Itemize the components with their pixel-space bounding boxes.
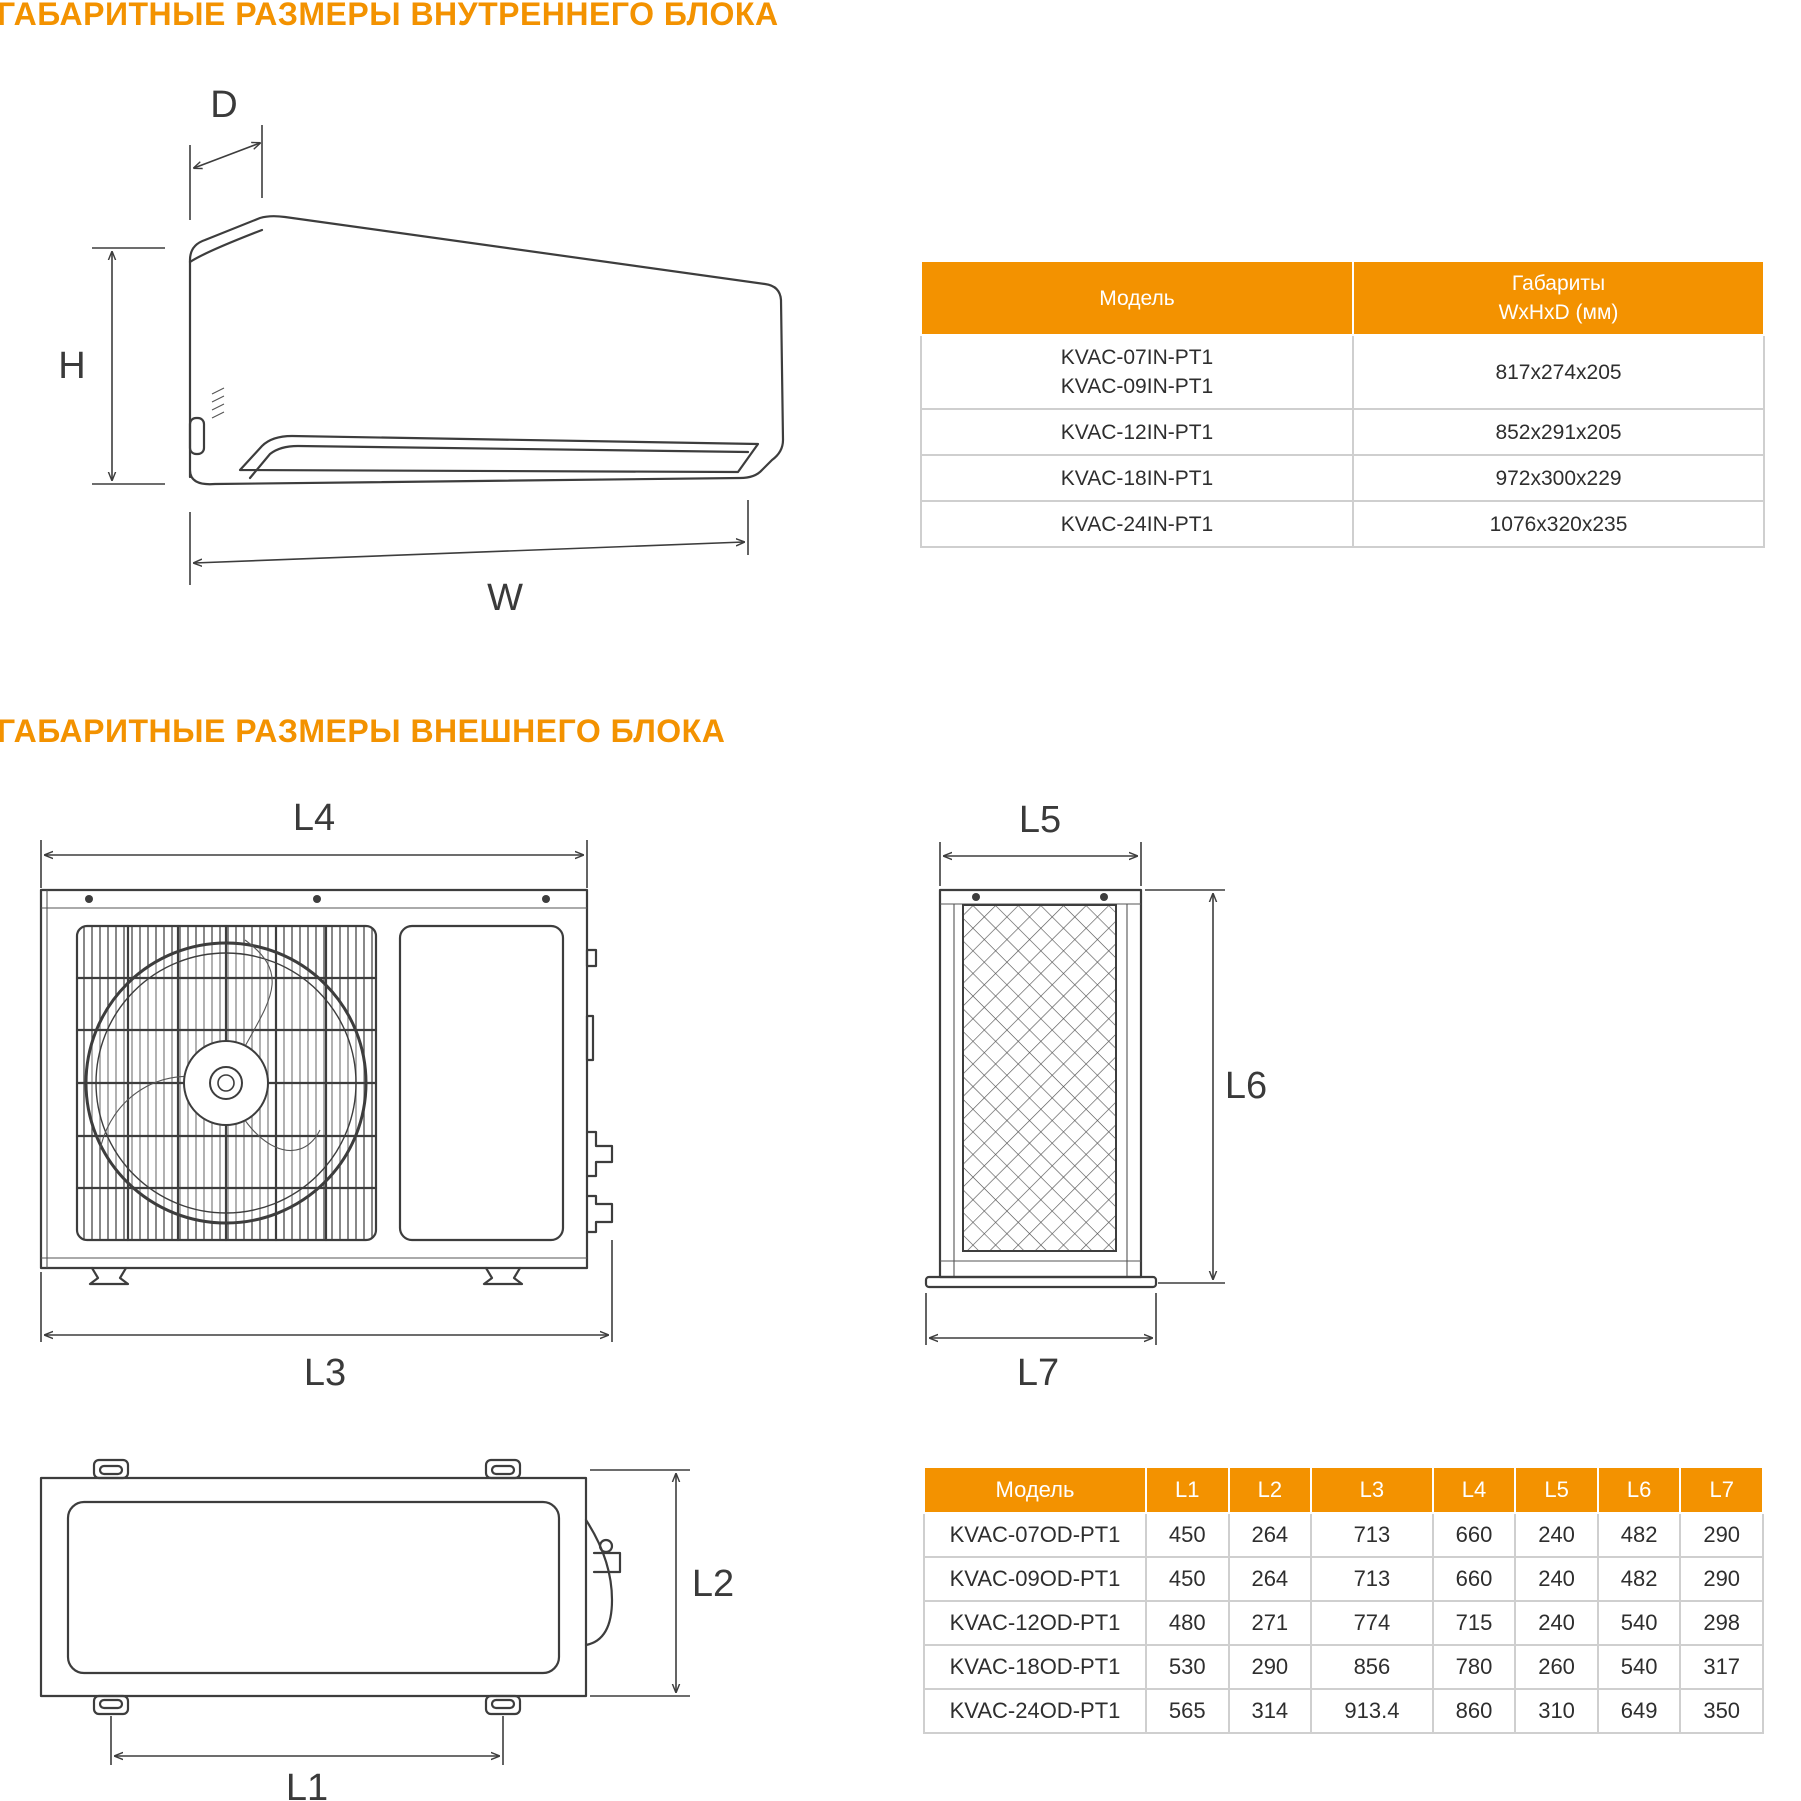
value-cell: 565	[1145, 1688, 1230, 1734]
value-cell: 314	[1227, 1688, 1313, 1734]
value-cell: 310	[1514, 1688, 1599, 1734]
value-cell: 240	[1514, 1600, 1599, 1646]
table-row: KVAC-12IN-PT1 852x291x205	[920, 408, 1765, 456]
label-l5: L5	[1019, 799, 1061, 841]
model-cell: KVAC-18OD-PT1	[923, 1644, 1147, 1690]
table-row: KVAC-24IN-PT1 1076x320x235	[920, 500, 1765, 548]
value-cell: 660	[1431, 1512, 1517, 1558]
value-cell: 530	[1145, 1644, 1230, 1690]
table-row: KVAC-12OD-PT1 480 271 774 715 240 540 29…	[923, 1600, 1764, 1646]
value-cell: 860	[1431, 1688, 1517, 1734]
header-l4: L4	[1431, 1466, 1517, 1514]
value-cell: 450	[1145, 1512, 1230, 1558]
outdoor-top-dimension-lines: L2 L1	[110, 1469, 734, 1801]
value-cell: 540	[1596, 1644, 1682, 1690]
table-row: KVAC-07OD-PT1 450 264 713 660 240 482 29…	[923, 1512, 1764, 1558]
value-cell: 350	[1679, 1688, 1764, 1734]
table-header-row: Модель L1 L2 L3 L4 L5 L6 L7	[923, 1466, 1764, 1514]
value-cell: 290	[1679, 1512, 1764, 1558]
header-model: Модель	[920, 260, 1354, 336]
value-cell: 480	[1145, 1600, 1230, 1646]
value-cell: 713	[1310, 1512, 1434, 1558]
model-cell: KVAC-12OD-PT1	[923, 1600, 1147, 1646]
value-cell: 450	[1145, 1556, 1230, 1602]
model-cell: KVAC-07OD-PT1	[923, 1512, 1147, 1558]
dimensions-cell: 1076x320x235	[1352, 500, 1765, 548]
table-header-row: Модель Габариты WxHxD (мм)	[920, 260, 1765, 336]
header-l6: L6	[1596, 1466, 1682, 1514]
header-model: Модель	[923, 1466, 1147, 1514]
label-l7: L7	[1017, 1352, 1059, 1394]
table-row: KVAC-18IN-PT1 972x300x229	[920, 454, 1765, 502]
dimensions-cell: 972x300x229	[1352, 454, 1765, 502]
outdoor-section-title: ГАБАРИТНЫЕ РАЗМЕРЫ ВНЕШНЕГО БЛОКА	[0, 713, 726, 749]
header-l7: L7	[1679, 1466, 1764, 1514]
value-cell: 290	[1227, 1644, 1313, 1690]
outdoor-side-dimension-lines: L5 L6 L7	[925, 799, 1267, 1394]
header-l2: L2	[1227, 1466, 1313, 1514]
value-cell: 482	[1596, 1512, 1682, 1558]
value-cell: 713	[1310, 1556, 1434, 1602]
label-l3: L3	[304, 1352, 346, 1394]
outdoor-top-view	[39, 1458, 622, 1716]
model-cell: KVAC-18IN-PT1	[920, 454, 1354, 502]
indoor-dimensions-table: Модель Габариты WxHxD (мм) KVAC-07IN-PT1…	[920, 260, 1765, 548]
label-l2: L2	[692, 1563, 734, 1605]
value-cell: 780	[1431, 1644, 1517, 1690]
value-cell: 649	[1596, 1688, 1682, 1734]
outdoor-side-view	[924, 888, 1158, 1289]
indoor-section-title: ГАБАРИТНЫЕ РАЗМЕРЫ ВНУТРЕННЕГО БЛОКА	[0, 0, 779, 32]
indoor-dimension-lines: D H W	[58, 84, 749, 619]
value-cell: 540	[1596, 1600, 1682, 1646]
label-w: W	[487, 577, 523, 619]
model-cell: KVAC-24OD-PT1	[923, 1688, 1147, 1734]
value-cell: 260	[1514, 1644, 1599, 1690]
value-cell: 715	[1431, 1600, 1517, 1646]
value-cell: 913.4	[1310, 1688, 1434, 1734]
model-cell: KVAC-12IN-PT1	[920, 408, 1354, 456]
header-l5: L5	[1514, 1466, 1599, 1514]
label-l4: L4	[293, 797, 335, 839]
label-d: D	[210, 84, 237, 126]
model-cell: KVAC-07IN-PT1 KVAC-09IN-PT1	[920, 334, 1354, 410]
model-cell: KVAC-24IN-PT1	[920, 500, 1354, 548]
label-h: H	[58, 345, 85, 387]
table-row: KVAC-07IN-PT1 KVAC-09IN-PT1 817x274x205	[920, 334, 1765, 410]
header-dimensions: Габариты WxHxD (мм)	[1352, 260, 1765, 336]
label-l6: L6	[1225, 1065, 1267, 1107]
header-l1: L1	[1145, 1466, 1230, 1514]
table-row: KVAC-18OD-PT1 530 290 856 780 260 540 31…	[923, 1644, 1764, 1690]
value-cell: 240	[1514, 1556, 1599, 1602]
model-cell: KVAC-09OD-PT1	[923, 1556, 1147, 1602]
value-cell: 298	[1679, 1600, 1764, 1646]
value-cell: 264	[1227, 1512, 1313, 1558]
label-l1: L1	[286, 1767, 328, 1801]
outdoor-front-dimension-lines: L4 L3	[40, 797, 613, 1394]
table-row: KVAC-24OD-PT1 565 314 913.4 860 310 649 …	[923, 1688, 1764, 1734]
value-cell: 271	[1227, 1600, 1313, 1646]
dimensions-cell: 852x291x205	[1352, 408, 1765, 456]
outdoor-dimensions-table: Модель L1 L2 L3 L4 L5 L6 L7 KVAC-07OD-PT…	[923, 1466, 1764, 1734]
value-cell: 317	[1679, 1644, 1764, 1690]
table-row: KVAC-09OD-PT1 450 264 713 660 240 482 29…	[923, 1556, 1764, 1602]
value-cell: 856	[1310, 1644, 1434, 1690]
value-cell: 774	[1310, 1600, 1434, 1646]
value-cell: 482	[1596, 1556, 1682, 1602]
value-cell: 290	[1679, 1556, 1764, 1602]
outdoor-front-view	[39, 888, 614, 1286]
dimensions-cell: 817x274x205	[1352, 334, 1765, 410]
value-cell: 660	[1431, 1556, 1517, 1602]
indoor-unit-drawing	[188, 215, 785, 486]
value-cell: 240	[1514, 1512, 1599, 1558]
header-l3: L3	[1310, 1466, 1434, 1514]
value-cell: 264	[1227, 1556, 1313, 1602]
